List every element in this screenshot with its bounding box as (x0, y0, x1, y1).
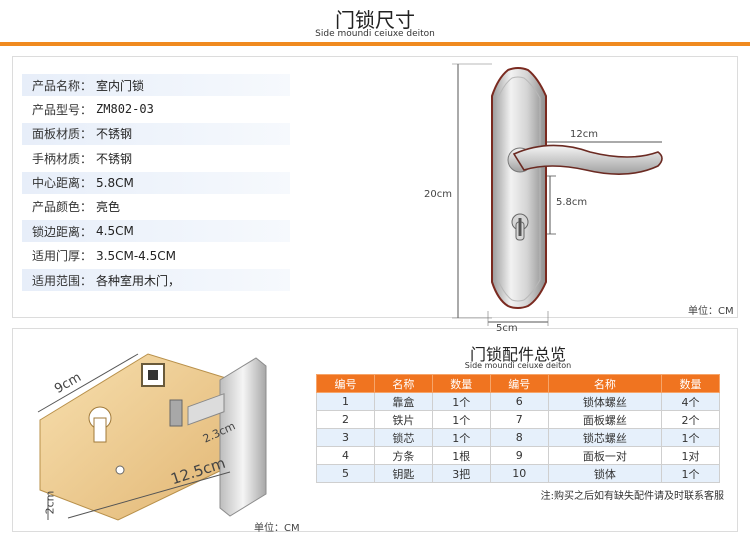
spec-value: 室内门锁 (96, 78, 145, 93)
dim-length-label: 12cm (570, 129, 598, 140)
cell: 3把 (431, 464, 491, 483)
cell: 1对 (661, 446, 720, 465)
cell: 铁片 (373, 410, 433, 429)
parts-header-row: 编号 名称 数量 编号 名称 数量 (316, 374, 720, 393)
cell: 方条 (373, 446, 433, 465)
col-header: 数量 (661, 374, 720, 393)
spec-value: 亮色 (96, 200, 121, 215)
lock-body-illustration (37, 353, 267, 521)
spec-row: 适用范围：各种室用木门， (22, 269, 290, 292)
spec-key: 中心距离： (32, 176, 93, 191)
cell: 6 (489, 392, 549, 411)
cell: 1根 (431, 446, 491, 465)
spec-value: 各种室用木门， (96, 273, 181, 288)
parts-title: 门锁配件总览 (469, 345, 566, 364)
spec-value: ZM802-03 (96, 102, 154, 117)
cell: 面板一对 (547, 446, 663, 465)
spec-row: 产品名称：室内门锁 (22, 74, 290, 96)
cell: 8 (489, 428, 549, 447)
cell: 5 (316, 464, 375, 483)
parts-note: 注:购买之后如有缺失配件请及时联系客服 (540, 491, 724, 502)
unit-bottom-label: 单位：CM (254, 523, 300, 534)
col-header: 编号 (489, 374, 549, 393)
door-handle-illustration (452, 63, 663, 326)
spec-row: 产品型号：ZM802-03 (22, 98, 290, 120)
cell: 2 (316, 410, 375, 429)
col-header: 名称 (547, 374, 663, 393)
cell: 2个 (661, 410, 720, 429)
parts-subtitle: Side moundi ceiuxe deiton (464, 361, 572, 370)
header-accent-bar (0, 42, 750, 46)
dim-height-label: 20cm (424, 189, 452, 200)
cell: 靠盒 (373, 392, 433, 411)
spec-row: 产品颜色：亮色 (22, 196, 290, 218)
cell: 4 (316, 446, 375, 465)
spec-key: 面板材质： (32, 127, 93, 142)
spec-row: 适用门厚：3.5CM-4.5CM (22, 245, 290, 267)
cell: 锁体 (547, 464, 663, 483)
spec-value: 5.8CM (96, 175, 134, 190)
spec-key: 产品名称： (32, 78, 93, 93)
cell: 1个 (431, 428, 491, 447)
spec-key: 锁边距离： (32, 224, 93, 239)
cell: 10 (489, 464, 549, 483)
spec-row: 锁边距离：4.5CM (22, 220, 290, 243)
spec-value: 不锈钢 (96, 151, 133, 166)
cell: 4个 (661, 392, 720, 411)
dim-center-label: 5.8cm (556, 197, 588, 208)
cell: 1个 (661, 464, 720, 483)
spec-key: 适用范围： (32, 273, 93, 288)
bottom-panel (12, 328, 738, 532)
cell: 1个 (661, 428, 720, 447)
spec-row: 面板材质：不锈钢 (22, 122, 290, 145)
cell: 1个 (431, 410, 491, 429)
dim-lockbody-side-label: 2cm (43, 490, 57, 515)
cell: 3 (316, 428, 375, 447)
cell: 钥匙 (373, 464, 433, 483)
dim-width-label: 5cm (496, 323, 518, 334)
cell: 1 (316, 392, 375, 411)
spec-list: 产品名称：室内门锁 产品型号：ZM802-03 面板材质：不锈钢 手柄材质：不锈… (22, 74, 290, 294)
spec-value: 3.5CM-4.5CM (96, 248, 176, 263)
page-title: 门锁尺寸 (335, 8, 415, 32)
spec-key: 产品颜色： (32, 200, 93, 215)
col-header: 名称 (373, 374, 433, 393)
top-panel (12, 56, 738, 318)
spec-row: 中心距离：5.8CM (22, 171, 290, 194)
col-header: 数量 (431, 374, 491, 393)
unit-top-label: 单位：CM (688, 306, 734, 317)
cell: 面板螺丝 (547, 410, 663, 429)
spec-key: 手柄材质： (32, 151, 93, 166)
page-header: 门锁尺寸 Side moundi ceiuxe deiton (0, 0, 750, 50)
spec-key: 产品型号： (32, 102, 93, 117)
page-subtitle: Side moundi ceiuxe deiton (315, 29, 435, 39)
spec-value: 4.5CM (96, 224, 134, 239)
cell: 锁芯螺丝 (547, 428, 663, 447)
cell: 1个 (431, 392, 491, 411)
cell: 锁芯 (373, 428, 433, 447)
spec-row: 手柄材质：不锈钢 (22, 147, 290, 169)
cell: 9 (489, 446, 549, 465)
cell: 锁体螺丝 (547, 392, 663, 411)
cell: 7 (489, 410, 549, 429)
col-header: 编号 (316, 374, 375, 393)
spec-key: 适用门厚： (32, 249, 93, 264)
spec-value: 不锈钢 (96, 127, 133, 142)
